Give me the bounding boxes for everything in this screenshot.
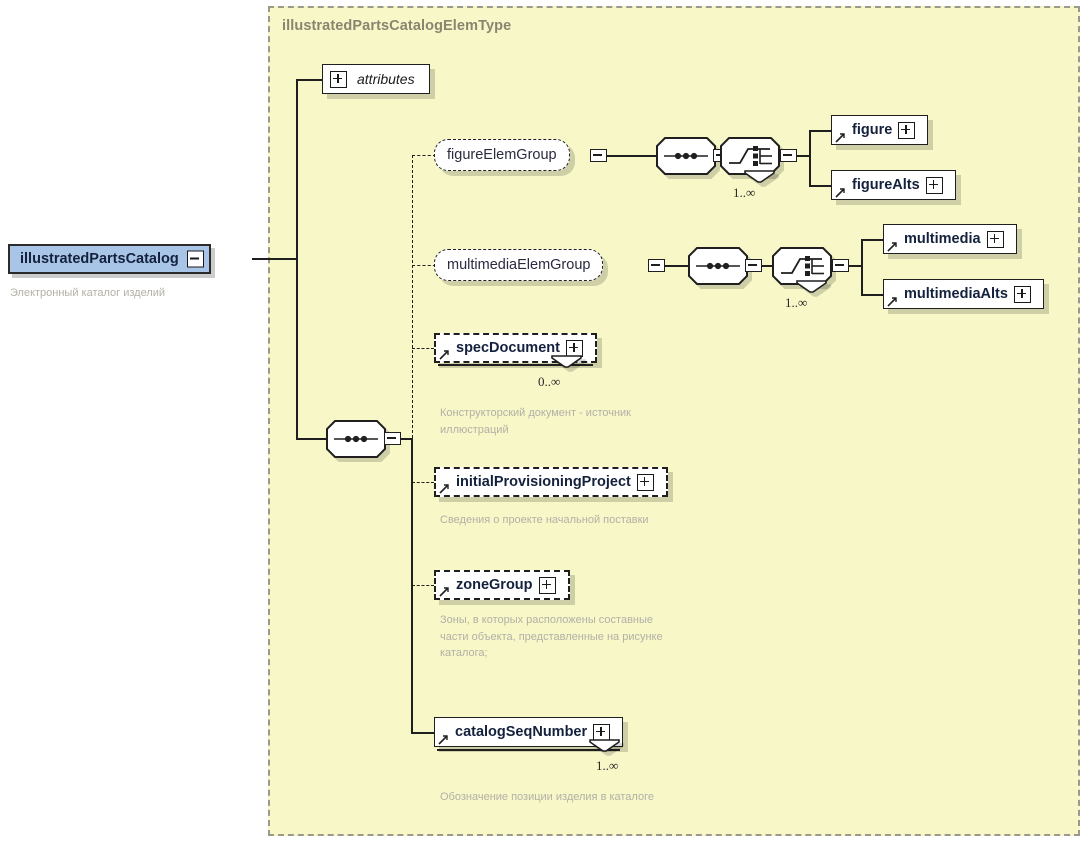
collapse-box-multimediaelemgroup[interactable]	[648, 259, 665, 272]
plus-icon[interactable]	[1013, 285, 1031, 303]
branch-trunk-dashed-lower	[412, 438, 413, 593]
plus-icon[interactable]	[925, 176, 943, 194]
connector-fanout-vertical-multimedia	[861, 239, 863, 296]
connector-fanout-to-multimedia	[861, 239, 883, 241]
collapse-box-figure-choice[interactable]	[780, 149, 797, 162]
multimedia-label: multimedia	[904, 231, 981, 247]
element-node-figurealts[interactable]: figureAlts	[831, 170, 956, 200]
element-node-initialprovisioningproject[interactable]: initialProvisioningProject	[434, 467, 668, 497]
annotation-zonegroup: Зоны, в которых расположены составные ча…	[440, 614, 663, 659]
connector-multimediagroup-to-sequence	[664, 265, 688, 267]
sequence-compositor-figure[interactable]	[656, 137, 716, 180]
catalogseqnumber-label: catalogSeqNumber	[455, 724, 588, 740]
root-element-node[interactable]: illustratedPartsCatalog	[8, 244, 211, 274]
figureelemgroup-label: figureElemGroup	[447, 147, 557, 163]
branch-trunk-solid-lower	[411, 438, 413, 733]
plus-icon[interactable]	[565, 339, 583, 357]
collapse-box-figureelemgroup[interactable]	[590, 149, 607, 162]
occurrence-label-multimedia-choice: 1..∞	[785, 295, 808, 310]
element-reference-arrow-icon	[439, 350, 449, 360]
connector-fanout-vertical-figure	[809, 130, 811, 187]
group-node-figureelemgroup[interactable]: figureElemGroup	[434, 139, 570, 171]
element-reference-arrow-icon	[438, 735, 448, 745]
collapse-box-root-sequence[interactable]	[384, 432, 401, 445]
connector-fanout-to-figurealts	[809, 185, 831, 187]
occurrence-label-catalogseqnumber: 1..∞	[596, 758, 619, 773]
plus-icon[interactable]	[898, 121, 916, 139]
connector-trunk-to-attributes	[296, 79, 322, 81]
figure-label: figure	[852, 122, 893, 138]
attributes-node[interactable]: attributes	[322, 64, 430, 94]
element-node-multimediaalts[interactable]: multimediaAlts	[883, 279, 1044, 309]
plus-icon[interactable]	[538, 576, 556, 594]
occurrence-chevron-catalogseqnumber	[578, 739, 628, 758]
branch-stub-initialprovisioning	[412, 482, 434, 483]
plus-icon[interactable]	[636, 473, 654, 491]
element-node-figure[interactable]: figure	[831, 115, 929, 145]
annotation-specdocument: Конструкторский документ - источник иллю…	[440, 407, 631, 436]
element-reference-arrow-icon	[887, 297, 897, 307]
branch-stub-catalogseqnumber	[411, 732, 434, 734]
annotation-catalogseqnumber: Обозначение позиции изделия в каталоге	[440, 791, 654, 803]
collapse-box-multimedia-choice[interactable]	[832, 259, 849, 272]
branch-trunk-dashed-upper	[412, 155, 413, 438]
element-reference-arrow-icon	[835, 133, 845, 143]
occurrence-label-figure-choice: 1..∞	[733, 185, 756, 200]
plus-icon[interactable]	[593, 723, 611, 741]
branch-stub-specdocument	[412, 348, 434, 349]
initialprovisioningproject-label: initialProvisioningProject	[456, 474, 631, 490]
element-reference-arrow-icon	[439, 587, 449, 597]
occurrence-chevron-figure-choice	[725, 170, 785, 189]
type-definition-panel	[268, 6, 1080, 836]
element-reference-arrow-icon	[835, 188, 845, 198]
type-title: illustratedPartsCatalogElemType	[282, 18, 512, 34]
choice-compositor-multimedia[interactable]	[772, 247, 834, 292]
collapse-box-multimedia-sequence[interactable]	[745, 259, 762, 272]
connector-choice-fanout-multimedia	[848, 265, 862, 267]
branch-stub-multimediagroup	[412, 265, 436, 266]
connector-trunk-to-sequence	[296, 438, 326, 440]
occurrence-chevron-multimedia-choice	[777, 280, 837, 299]
connector-fanout-to-multimediaalts	[861, 294, 883, 296]
root-element-box[interactable]: illustratedPartsCatalog	[8, 244, 211, 274]
group-node-multimediaelemgroup[interactable]: multimediaElemGroup	[434, 249, 604, 281]
connector-sequence-to-branch	[400, 438, 413, 440]
multimediaalts-label: multimediaAlts	[904, 286, 1008, 302]
plus-icon[interactable]	[330, 70, 347, 88]
connector-fanout-to-figure	[809, 130, 831, 132]
occurrence-label-specdocument: 0..∞	[538, 374, 561, 389]
connector-figuregroup-to-sequence	[606, 155, 656, 157]
attributes-label: attributes	[357, 71, 415, 87]
sequence-compositor-root[interactable]	[326, 420, 386, 463]
zonegroup-label: zoneGroup	[456, 577, 533, 593]
connector-multimedia-seq-to-choice	[761, 265, 773, 267]
root-annotation: Электронный каталог изделий	[10, 287, 166, 299]
root-element-label: illustratedPartsCatalog	[20, 251, 179, 267]
annotation-initialprovisioningproject: Сведения о проекте начальной поставки	[440, 514, 649, 526]
connector-choice-fanout-figure	[796, 155, 810, 157]
figurealts-label: figureAlts	[852, 177, 920, 193]
occurrence-chevron-specdocument	[540, 355, 590, 374]
specdocument-label: specDocument	[456, 340, 560, 356]
element-reference-arrow-icon	[439, 484, 449, 494]
branch-stub-figuregroup	[412, 155, 436, 156]
element-reference-arrow-icon	[887, 242, 897, 252]
plus-icon[interactable]	[986, 230, 1004, 248]
element-node-catalogseqnumber[interactable]: catalogSeqNumber	[434, 717, 624, 751]
multimediaelemgroup-label: multimediaElemGroup	[447, 257, 591, 273]
connector-trunk-vertical	[296, 80, 298, 259]
element-node-zonegroup[interactable]: zoneGroup	[434, 570, 570, 600]
connector-trunk-vertical-lower	[296, 258, 298, 439]
branch-stub-zonegroup	[412, 585, 434, 586]
minus-icon[interactable]	[186, 250, 204, 268]
connector-root-to-trunk	[252, 258, 298, 260]
element-node-multimedia[interactable]: multimedia	[883, 224, 1017, 254]
sequence-compositor-multimedia[interactable]	[688, 247, 748, 290]
